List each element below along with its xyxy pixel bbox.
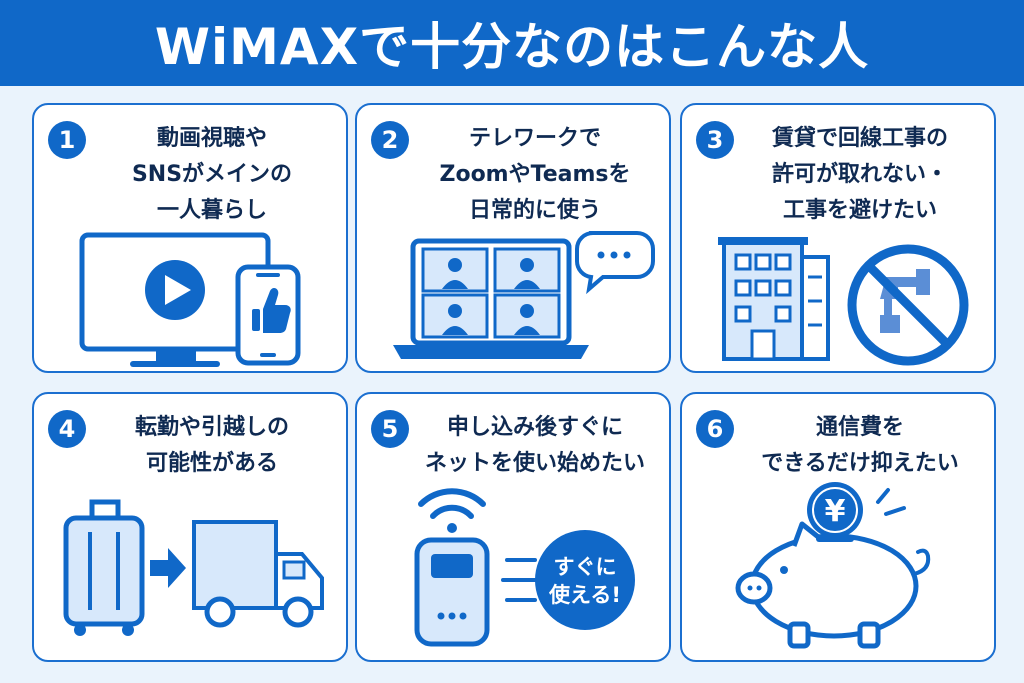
title-line: テレワークで xyxy=(468,126,601,151)
title-line: 賃貸で回線工事の xyxy=(771,126,948,151)
sparkle-lines xyxy=(876,488,906,516)
no-drill-icon xyxy=(847,244,969,366)
card-2: 2 テレワークで ZoomやTeamsを 日常的に使う xyxy=(355,103,671,373)
card-6: 6 通信費を できるだけ抑えたい ¥ xyxy=(680,392,996,662)
card-3-illustration xyxy=(718,237,969,366)
video-call-icon xyxy=(421,247,561,339)
badge-line: 使える! xyxy=(548,583,621,607)
piggy-bank-icon xyxy=(735,521,931,649)
card-6-illustration: ¥ xyxy=(735,482,931,649)
thumbs-up-icon xyxy=(252,288,291,333)
title-line: SNSがメインの xyxy=(131,162,293,187)
title-line: 可能性がある xyxy=(145,451,278,476)
title-line: できるだけ抑えたい xyxy=(761,451,959,476)
title-line: ZoomやTeamsを xyxy=(439,162,631,187)
play-icon xyxy=(145,260,205,320)
card-1: 1 動画視聴や SNSがメインの 一人暮らし xyxy=(32,103,348,373)
page-title: WiMAXで十分なのはこんな人 xyxy=(154,18,870,76)
title-line: 一人暮らし xyxy=(156,198,267,223)
speed-lines xyxy=(501,558,537,602)
card-4-illustration xyxy=(63,499,324,636)
card-number: 5 xyxy=(371,410,409,448)
instant-use-badge: すぐに 使える! xyxy=(535,530,635,630)
yen-coin-icon: ¥ xyxy=(807,482,863,538)
truck-icon xyxy=(192,520,324,628)
card-title: 転勤や引越しの 可能性がある xyxy=(88,410,336,482)
title-line: ネットを使い始めたい xyxy=(424,451,645,476)
card-title: 賃貸で回線工事の 許可が取れない・ 工事を避けたい xyxy=(736,121,984,229)
title-line: 工事を避けたい xyxy=(782,198,937,223)
pocket-router-icon xyxy=(414,537,490,647)
yen-symbol: ¥ xyxy=(825,494,846,529)
card-number: 3 xyxy=(696,121,734,159)
card-title: テレワークで ZoomやTeamsを 日常的に使う xyxy=(411,121,659,229)
card-5: 5 申し込み後すぐに ネットを使い始めたい すぐに 使える! xyxy=(355,392,671,662)
title-line: 通信費を xyxy=(815,415,904,440)
header-banner: WiMAXで十分なのはこんな人 xyxy=(0,0,1024,86)
suitcase-icon xyxy=(63,499,145,636)
card-3: 3 賃貸で回線工事の 許可が取れない・ 工事を避けたい xyxy=(680,103,996,373)
card-5-illustration: すぐに 使える! xyxy=(414,488,635,647)
card-4: 4 転勤や引越しの 可能性がある xyxy=(32,392,348,662)
card-number: 2 xyxy=(371,121,409,159)
card-number: 1 xyxy=(48,121,86,159)
card-number: 6 xyxy=(696,410,734,448)
title-line: 許可が取れない・ xyxy=(771,162,948,187)
title-line: 動画視聴や xyxy=(156,126,267,151)
wifi-icon xyxy=(418,488,486,533)
card-title: 申し込み後すぐに ネットを使い始めたい xyxy=(411,410,659,482)
chat-bubble-icon xyxy=(574,231,655,295)
arrow-right-icon xyxy=(150,548,186,588)
badge-line: すぐに xyxy=(554,555,617,579)
title-line: 申し込み後すぐに xyxy=(446,415,623,440)
title-line: 日常的に使う xyxy=(468,198,601,223)
card-number: 4 xyxy=(48,410,86,448)
card-title: 動画視聴や SNSがメインの 一人暮らし xyxy=(88,121,336,229)
title-line: 転勤や引越しの xyxy=(134,415,289,440)
apartment-building-icon xyxy=(718,237,830,361)
card-1-illustration xyxy=(79,232,301,367)
card-2-illustration xyxy=(393,231,655,359)
card-title: 通信費を できるだけ抑えたい xyxy=(736,410,984,482)
